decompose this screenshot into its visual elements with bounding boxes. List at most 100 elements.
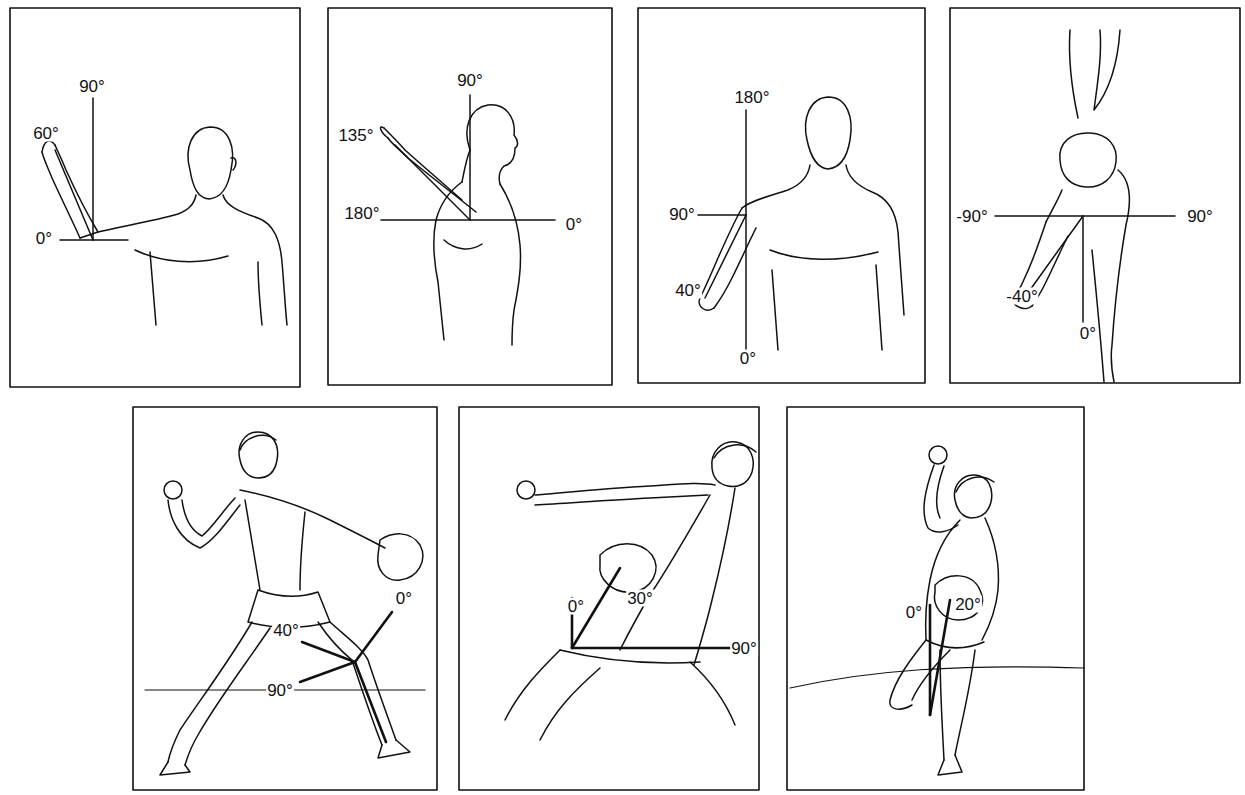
angle-lines-rotation-stroke xyxy=(705,215,746,298)
front-figure-abduction-stroke xyxy=(150,252,156,325)
angle-lines-rotation xyxy=(698,110,746,350)
top-view-figure-stroke xyxy=(1094,30,1120,110)
angle-label: 0° xyxy=(565,216,583,233)
side-figure-flexion xyxy=(381,105,521,345)
angle-lines-rotation-stroke xyxy=(745,110,747,350)
panel-frames-stroke xyxy=(10,8,300,387)
pitcher-trunk-tilt-stroke xyxy=(540,668,600,740)
top-view-figure-stroke xyxy=(1046,190,1062,222)
angle-label: 0° xyxy=(1079,325,1097,342)
pitcher-trunk-tilt-stroke xyxy=(505,650,560,720)
pitcher-trunk-tilt-stroke xyxy=(560,650,700,663)
angle-lines-top-view-stroke xyxy=(1082,216,1084,322)
pitcher-stride-stroke xyxy=(168,500,240,548)
front-figure-rotation-stroke xyxy=(770,250,878,259)
panel-frames xyxy=(10,8,1240,790)
pitcher-stride-stroke xyxy=(239,432,278,478)
pitcher-leg-lift-stroke xyxy=(934,576,982,620)
angle-label: -90° xyxy=(955,208,988,225)
pitcher-stride-stroke xyxy=(185,628,270,765)
angle-label: 30° xyxy=(626,590,654,607)
angle-label: 0° xyxy=(739,350,757,367)
front-figure-rotation-stroke xyxy=(876,265,882,350)
pitcher-stride xyxy=(160,432,423,775)
angle-lines-abduction-stroke xyxy=(55,150,93,240)
angle-lines-abduction-stroke xyxy=(60,239,128,241)
pitcher-leg-lift-stroke xyxy=(938,755,962,775)
side-figure-flexion-stroke xyxy=(500,184,521,345)
angle-label: 90° xyxy=(668,206,696,223)
angle-lines-top-view xyxy=(995,216,1175,322)
pitcher-leg-lift-stroke xyxy=(940,650,944,760)
pitcher-trunk-tilt-stroke xyxy=(600,544,656,592)
top-view-figure-stroke xyxy=(1092,250,1104,382)
pitcher-stride-stroke xyxy=(300,512,305,590)
front-figure-abduction xyxy=(42,127,287,325)
front-figure-rotation-stroke xyxy=(700,208,742,298)
angle-lines-top-view-stroke xyxy=(1030,216,1083,290)
angle-lines-stride xyxy=(145,612,425,742)
front-figure-rotation-stroke xyxy=(846,165,904,315)
pitcher-leg-lift-stroke xyxy=(955,650,975,755)
angle-lines-rotation-stroke xyxy=(698,214,746,216)
angle-lines-leg-lift xyxy=(930,600,950,715)
panel-frames-stroke xyxy=(133,407,437,790)
angle-lines-stride-stroke xyxy=(355,612,392,662)
angle-lines-trunk-tilt xyxy=(572,568,730,648)
front-figure-rotation-stroke xyxy=(806,97,852,169)
angle-label: 40° xyxy=(674,282,702,299)
pitcher-leg-lift-stroke xyxy=(937,466,944,518)
side-figure-flexion-stroke xyxy=(381,127,388,138)
angle-lines-flexion-stroke xyxy=(365,219,555,221)
top-view-figure-stroke xyxy=(1069,30,1078,118)
angle-label: 90° xyxy=(456,72,484,89)
side-figure-flexion-stroke xyxy=(388,138,476,212)
pitcher-leg-lift-stroke xyxy=(926,640,984,648)
angle-lines-flexion xyxy=(365,95,555,220)
pitcher-trunk-tilt-stroke xyxy=(714,445,756,458)
angle-label: 40° xyxy=(272,622,300,639)
front-figure-abduction-stroke xyxy=(42,141,55,152)
top-view-figure-stroke xyxy=(1060,133,1116,187)
front-figure-rotation-stroke xyxy=(699,298,714,310)
pitcher-leg-lift-stroke xyxy=(954,475,991,518)
pitcher-stride-stroke xyxy=(378,534,423,580)
pitcher-trunk-tilt-stroke xyxy=(535,483,715,495)
angle-lines-stride-stroke xyxy=(355,662,386,742)
angle-lines-leg-lift-stroke xyxy=(929,605,932,715)
front-figure-abduction-stroke xyxy=(188,127,233,199)
pitcher-stride-stroke xyxy=(240,490,385,548)
angle-label: 180° xyxy=(343,205,380,222)
panel-frames-stroke xyxy=(638,8,925,383)
side-figure-flexion-stroke xyxy=(444,240,482,249)
pitcher-stride-stroke xyxy=(378,740,410,758)
pitcher-trunk-tilt-stroke xyxy=(535,495,708,505)
pitcher-trunk-tilt-stroke xyxy=(712,442,753,487)
angle-label: 60° xyxy=(32,125,60,142)
front-figure-abduction-stroke xyxy=(223,195,287,325)
angle-lines-abduction-stroke xyxy=(92,98,94,240)
angle-lines-trunk-tilt-stroke xyxy=(572,647,730,650)
angle-label: 90° xyxy=(266,682,294,699)
pitcher-stride-stroke xyxy=(168,622,252,762)
angle-lines-stride-stroke xyxy=(302,642,355,662)
pitcher-trunk-tilt-stroke xyxy=(517,481,535,499)
angle-label: -40° xyxy=(1005,288,1038,305)
top-view-figure xyxy=(1013,30,1129,382)
pitcher-trunk-tilt xyxy=(505,442,756,740)
top-view-figure-stroke xyxy=(1111,170,1129,382)
pitcher-stride-stroke xyxy=(160,762,190,775)
panel-frames-stroke xyxy=(328,8,612,385)
pitcher-leg-lift-stroke xyxy=(890,640,926,709)
angle-lines-abduction xyxy=(55,98,128,240)
pitcher-leg-lift-stroke xyxy=(982,518,998,640)
pitcher-leg-lift-stroke xyxy=(924,465,958,532)
pitcher-leg-lift-stroke xyxy=(929,446,947,464)
angle-lines-flexion-stroke xyxy=(395,145,470,220)
pitcher-stride-stroke xyxy=(182,498,235,536)
angle-label: 0° xyxy=(395,590,413,607)
front-figure-abduction-stroke xyxy=(231,158,236,170)
